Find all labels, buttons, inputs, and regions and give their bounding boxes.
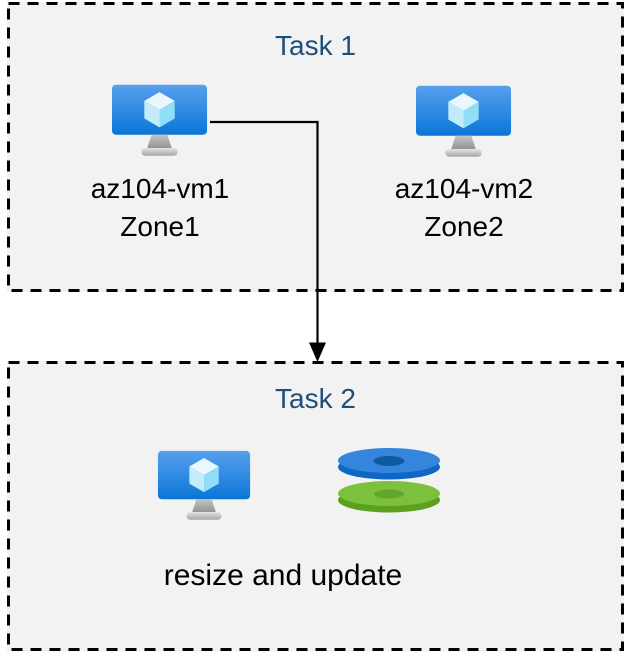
arrow-head-icon (309, 342, 326, 362)
vm1-label: az104-vm1 Zone1 (50, 170, 270, 246)
vm2-zone: Zone2 (424, 211, 504, 242)
task2-title: Task 2 (275, 383, 356, 414)
vm1-name: az104-vm1 (90, 173, 230, 204)
task1-title: Task 1 (275, 30, 356, 61)
task2-caption: resize and update (163, 559, 403, 592)
vm2-label: az104-vm2 Zone2 (354, 170, 574, 246)
vm1-zone: Zone1 (120, 211, 200, 242)
virtual-machine-icon (111, 84, 209, 157)
virtual-machine-icon (157, 450, 252, 521)
vm2-name: az104-vm2 (394, 173, 534, 204)
virtual-machine-icon (415, 85, 513, 158)
managed-disks-icon (337, 447, 441, 513)
